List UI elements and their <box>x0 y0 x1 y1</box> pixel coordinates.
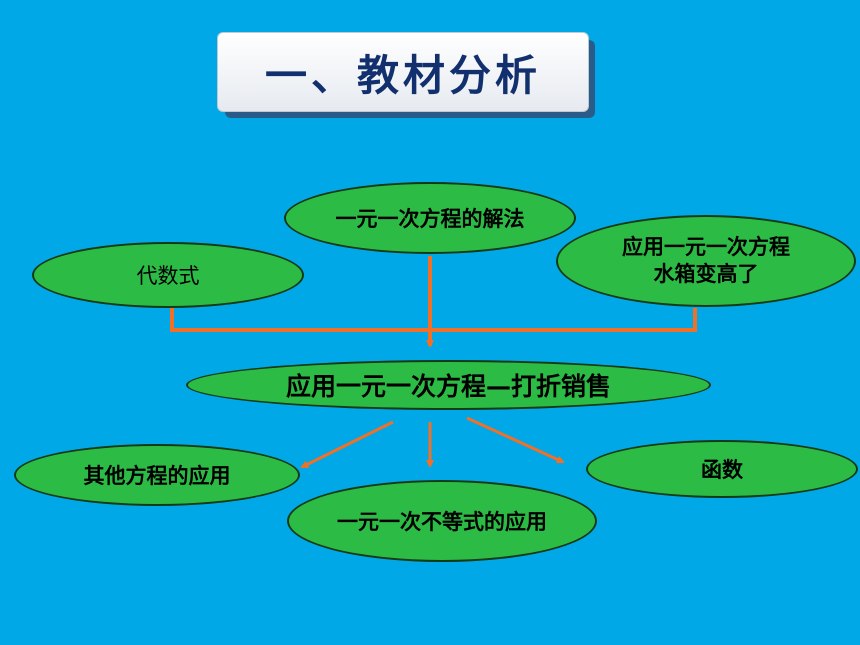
node-label: 一元一次方程的解法 <box>335 207 525 231</box>
node-central-discount: 应用一元一次方程—打折销售 <box>186 360 711 410</box>
node-linear-equation-solution: 一元一次方程的解法 <box>284 182 576 254</box>
node-algebraic-expression: 代数式 <box>32 242 304 308</box>
page-title: 一、教材分析 <box>264 50 541 100</box>
node-label-line2: 水箱变高了 <box>653 262 759 286</box>
arrow-to-other-equation <box>300 420 394 469</box>
node-application-water-tank: 应用一元一次方程 水箱变高了 <box>556 215 856 307</box>
node-other-equation-application: 其他方程的应用 <box>14 444 300 506</box>
node-label: 代数式 <box>136 264 200 288</box>
node-label: 函数 <box>701 458 743 482</box>
node-function: 函数 <box>586 440 858 498</box>
title-box: 一、教材分析 <box>217 32 589 112</box>
node-label-line1: 应用一元一次方程 <box>622 234 790 259</box>
node-label: 应用一元一次方程—打折销售 <box>285 372 611 401</box>
arrow-to-function <box>466 416 565 464</box>
node-label: 一元一次不等式的应用 <box>337 510 547 534</box>
node-inequality-application: 一元一次不等式的应用 <box>287 480 597 562</box>
node-label: 其他方程的应用 <box>83 464 231 488</box>
